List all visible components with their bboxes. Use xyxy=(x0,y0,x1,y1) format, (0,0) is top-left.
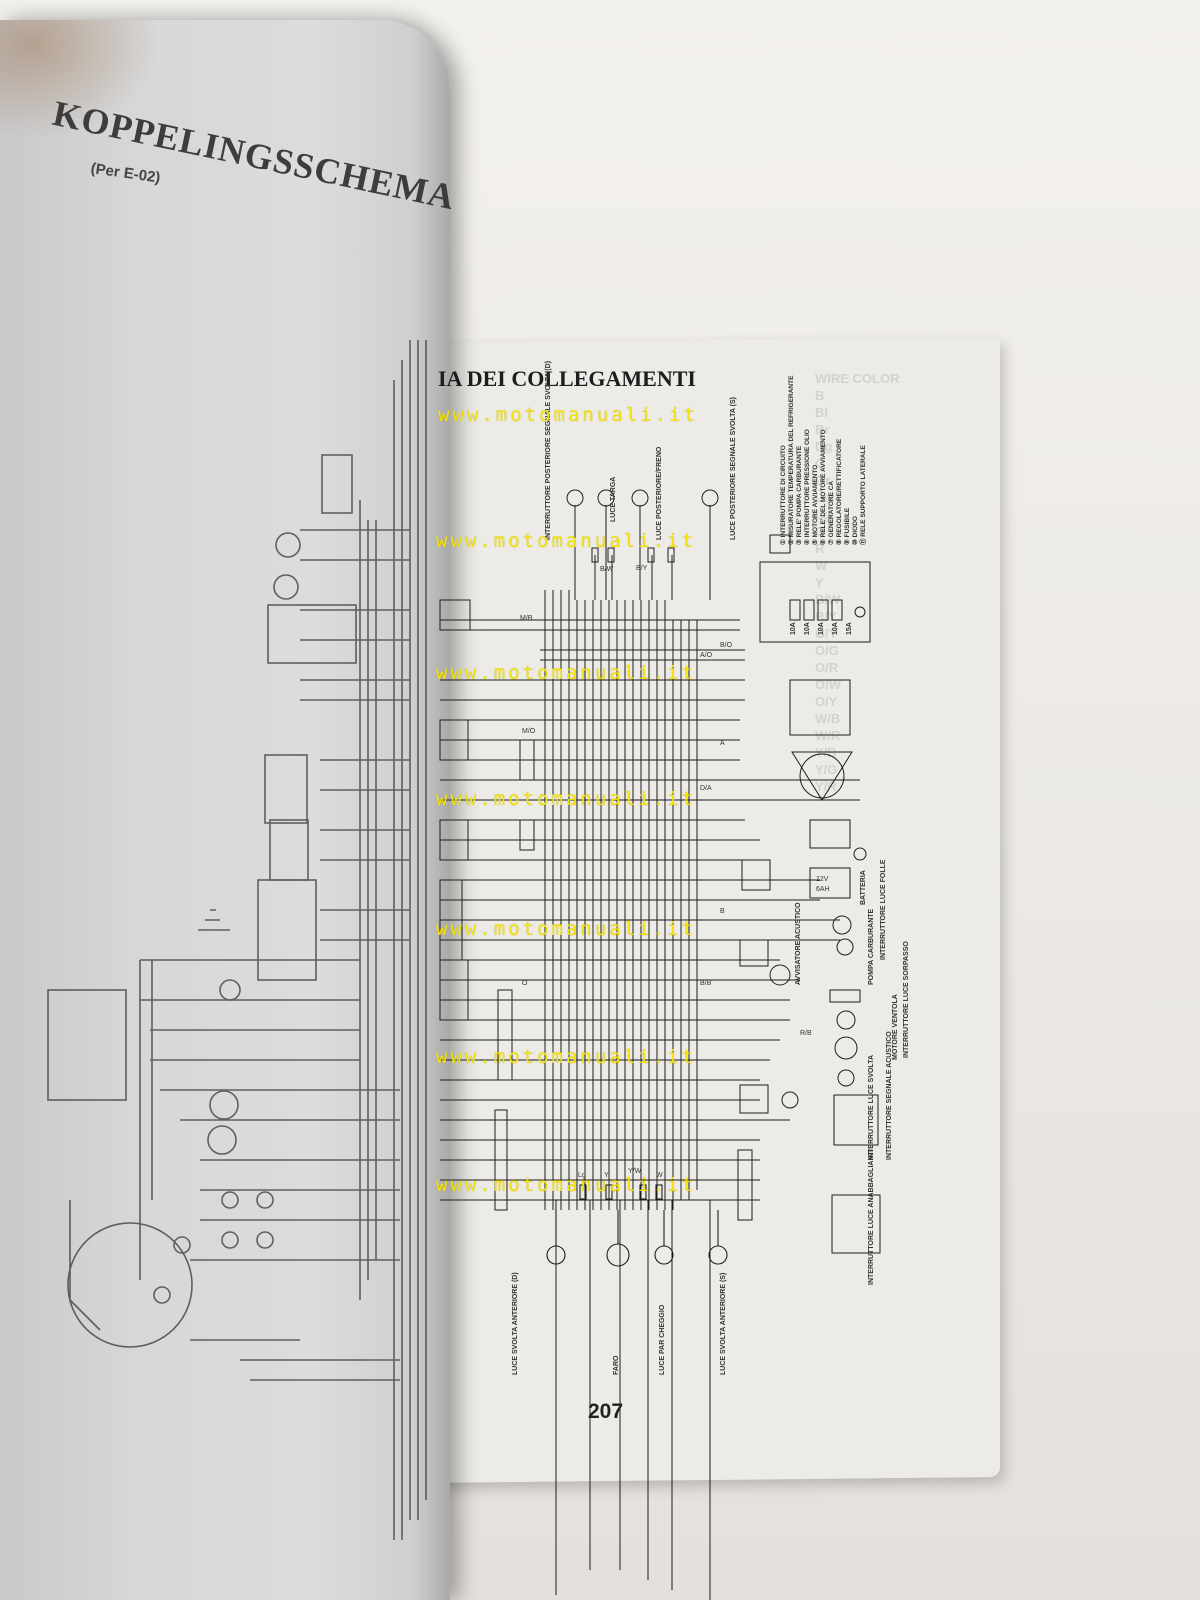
bleed-through-item: B xyxy=(815,388,825,403)
fuse-rating: 10A xyxy=(790,622,797,635)
legend-item: ⑦ GENERATORE CA xyxy=(828,480,835,545)
top-label-rear-turn-right: INTERRUTTORE POSTERIORE SEGNALE SVOLTA (… xyxy=(545,360,552,540)
right-page xyxy=(420,336,1000,1484)
bleed-through-item: Y/G xyxy=(815,762,838,777)
left-page xyxy=(0,20,450,1600)
wire-code: Y/W xyxy=(628,1168,642,1175)
wire-code: O xyxy=(522,980,528,987)
bleed-through-item: Gr xyxy=(815,473,831,488)
label-turn-switch: INTERRUTTORE LUCE SVOLTA xyxy=(868,1055,875,1160)
wire-code: A xyxy=(720,740,725,747)
label-dimmer-switch: INTERRUTTORE LUCE ANABBAGLIANTI xyxy=(868,1149,875,1285)
watermark-text: www.motomanuali.it xyxy=(436,662,696,684)
wire-code: Y xyxy=(604,1172,609,1179)
bleed-through-item: Lg xyxy=(815,507,831,522)
bottom-label-parking: LUCE PAR CHEGGIO xyxy=(659,1304,666,1375)
label-passing-switch: INTERRUTTORE LUCE SORPASSO xyxy=(903,941,910,1058)
wire-code: B/O xyxy=(720,642,733,649)
label-neutral-switch: INTERRUTTORE LUCE FOLLE xyxy=(880,859,887,960)
fuse-rating: 10A xyxy=(818,622,825,635)
fuse-rating: 10A xyxy=(804,622,811,635)
label-fan-motor: MOTORE VENTOLA xyxy=(892,994,899,1060)
battery-voltage: 12V xyxy=(816,876,829,883)
legend-item: ⑪ RELE SUPPORTO LATERALE xyxy=(860,445,867,545)
top-label-rear-turn-left: LUCE POSTERIORE SEGNALE SVOLTA (S) xyxy=(730,397,737,540)
legend-item: ② MISURATORE TEMPERATURA DEL REFRIGERANT… xyxy=(788,375,795,545)
wire-code: W xyxy=(656,1172,663,1179)
bleed-through-item: W/R xyxy=(815,728,841,743)
bottom-label-headlight: FARO xyxy=(613,1355,620,1375)
bleed-through-item: R xyxy=(815,541,825,556)
legend-item: ⑩ DIODO xyxy=(852,516,859,545)
bleed-through-heading: WIRE COLOR xyxy=(815,371,900,386)
bleed-through-item: O/Y xyxy=(815,694,838,709)
page-number: 207 xyxy=(588,1400,624,1423)
fuse-rating: 10A xyxy=(832,622,839,635)
bleed-through-item: B/Y xyxy=(815,609,837,624)
bleed-through-item: G xyxy=(815,456,826,471)
legend-item: ⑥ RELE' DEL MOTORE AVVIAMENTO xyxy=(820,429,827,545)
bleed-through-item: Lbl xyxy=(815,490,835,505)
wire-code: B/B xyxy=(700,980,712,987)
bleed-through-item: W/B xyxy=(815,711,841,726)
wire-code: Lg xyxy=(578,1172,586,1179)
bleed-through-item: Bl xyxy=(815,405,828,420)
legend-item: ④ INTERRUTTORE PRESSIONE OLIO xyxy=(804,429,811,545)
legend-item: ⑧ REGOLATORE/RETTIFICATORE xyxy=(836,438,843,545)
legend-item: ⑤ MOTORE AVVIAMENTO xyxy=(812,464,819,545)
top-label-license: LUCE TARGA xyxy=(610,476,617,522)
watermark-text: www.motomanuali.it xyxy=(436,1174,696,1196)
label-battery: BATTERIA xyxy=(860,870,867,905)
wire-code: B/Y xyxy=(636,565,648,572)
legend-item: ⑨ FUSIBILE xyxy=(844,507,851,545)
wire-code: M/O xyxy=(522,728,536,735)
watermark-text: www.motomanuali.it xyxy=(438,404,698,426)
watermark-text: www.motomanuali.it xyxy=(436,530,696,552)
bleed-through-item: O/G xyxy=(815,643,839,658)
wire-code: A/O xyxy=(700,652,713,659)
label-horn-switch: INTERRUTTORE SEGNALE ACUSTICO xyxy=(886,1031,893,1160)
bleed-through-item: Y/R xyxy=(815,779,837,794)
bleed-through-item: Y xyxy=(815,575,824,590)
bleed-through-item: O xyxy=(815,524,826,539)
watermark-text: www.motomanuali.it xyxy=(436,788,696,810)
label-fuel-pump: POMPA CARBURANTE xyxy=(868,908,875,985)
right-page-title: IA DEI COLLEGAMENTI xyxy=(438,366,696,391)
wire-code: B xyxy=(720,908,725,915)
wire-code: D/A xyxy=(700,785,712,792)
bleed-through-item: G/Y xyxy=(815,626,838,641)
watermark-text: www.motomanuali.it xyxy=(436,1046,696,1068)
label-horn: AVVISATORE ACUSTICO xyxy=(795,902,802,985)
top-label-tail-brake: LUCE POSTERIORE/FRENO xyxy=(656,446,663,540)
bleed-through-item: W xyxy=(815,558,828,573)
bleed-through-item: O/W xyxy=(815,677,841,692)
legend-item: ① INTERRUTTORE DI CIRCUITO xyxy=(780,445,787,545)
bleed-through-item: Dg xyxy=(815,439,833,454)
wire-code: R/B xyxy=(800,1030,812,1037)
bleed-through-item: Y/B xyxy=(815,745,837,760)
watermark-text: www.motomanuali.it xyxy=(436,918,696,940)
fuse-rating: 15A xyxy=(846,622,853,635)
legend-item: ③ RELE' POMPA CARBURANTE xyxy=(796,445,803,545)
bottom-label-front-turn-right: LUCE SVOLTA ANTERIORE (D) xyxy=(512,1272,519,1375)
bleed-through-item: Br xyxy=(815,422,830,437)
wire-code: M/B xyxy=(520,615,533,622)
wire-code: B/W xyxy=(600,566,614,573)
bottom-label-front-turn-left: LUCE SVOLTA ANTERIORE (S) xyxy=(720,1272,727,1375)
bleed-through-item: B/W xyxy=(815,592,841,607)
battery-capacity: 6AH xyxy=(816,886,830,893)
bleed-through-item: O/R xyxy=(815,660,839,675)
component-legend: ① INTERRUTTORE DI CIRCUITO ② MISURATORE … xyxy=(780,376,868,545)
